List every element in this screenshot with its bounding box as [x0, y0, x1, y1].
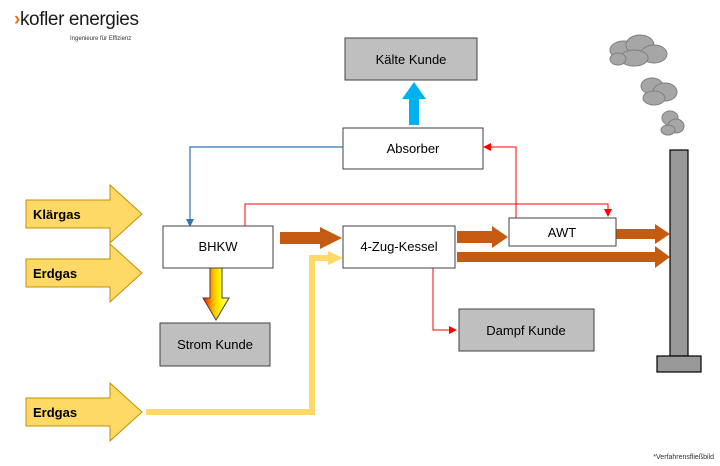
bhkw-box: [162, 225, 274, 269]
kaelte-kunde-label: Kälte Kunde: [376, 52, 447, 67]
kessel-to-chimney-arrow: [457, 246, 670, 268]
kessel-box: [342, 225, 456, 269]
awt-label: AWT: [548, 225, 576, 240]
smoke-cloud-icon: [609, 34, 668, 67]
awt-box: [508, 217, 617, 247]
absorber-box: [342, 127, 484, 170]
klaergas-label: Klärgas: [33, 207, 81, 222]
awt-to-absorber-line: [483, 143, 517, 218]
company-logo: ›kofler energies Ingenieure für Effizien…: [14, 9, 139, 42]
absorber-label: Absorber: [387, 141, 440, 156]
smoke-cloud-icon: [660, 110, 685, 136]
footnote: *Verfahrensfließbild: [653, 454, 714, 461]
logo-text: kofler energies: [19, 9, 139, 30]
kessel-label: 4-Zug-Kessel: [360, 239, 437, 254]
erdgas-label-1: Erdgas: [33, 266, 77, 281]
cold-arrow: [402, 82, 426, 125]
strom-arrow: [202, 267, 230, 321]
bhkw-to-awt-line: [244, 203, 612, 226]
dampf-kunde-label: Dampf Kunde: [486, 323, 566, 338]
erdgas-supply-line: [146, 255, 330, 415]
bhkw-label: BHKW: [199, 239, 239, 254]
strom-kunde-box: [159, 322, 271, 367]
kessel-to-awt-arrow: [457, 226, 508, 248]
chimney: [656, 149, 702, 373]
erdgas-supply-arrowhead: [328, 251, 343, 265]
kessel-to-dampf-line: [432, 268, 457, 334]
erdgas-arrow-1: [25, 242, 143, 304]
strom-kunde-label: Strom Kunde: [177, 337, 253, 352]
bhkw-to-kessel-arrow: [280, 227, 342, 249]
erdgas-arrow-2: [25, 381, 143, 443]
dampf-kunde-box: [458, 308, 595, 352]
klaergas-arrow: [25, 183, 143, 245]
erdgas-label-2: Erdgas: [33, 405, 77, 420]
absorber-to-bhkw-line: [186, 146, 343, 227]
logo-tagline: Ingenieure für Effizienz: [70, 36, 132, 42]
logo-name: ›kofler energies: [14, 9, 139, 31]
awt-to-chimney-arrow: [616, 224, 670, 244]
smoke-cloud-icon: [640, 77, 678, 106]
logo-mark: ›: [14, 9, 20, 30]
kaelte-kunde-box: [344, 37, 478, 81]
